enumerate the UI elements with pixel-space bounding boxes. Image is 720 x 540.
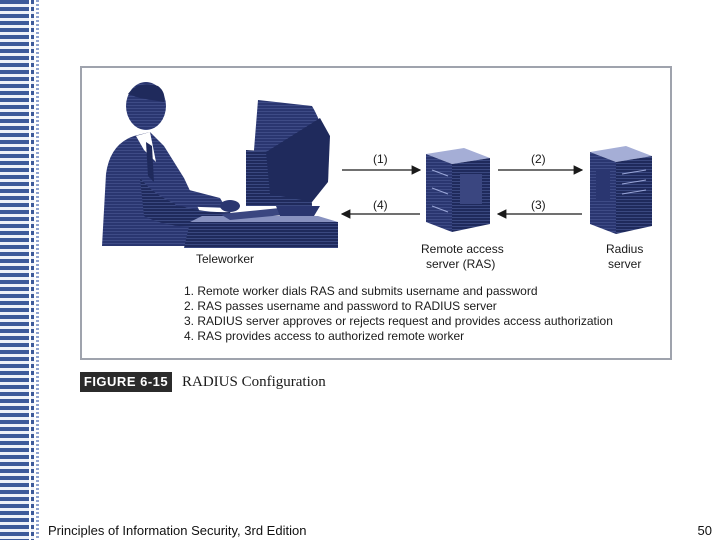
footer-page-number: 50	[697, 523, 712, 538]
arrow-2-label: (2)	[531, 152, 546, 166]
ras-label-line2: server (RAS)	[426, 257, 496, 271]
arrow-4-label: (4)	[373, 198, 388, 212]
step-item: 4. RAS provides access to authorized rem…	[184, 329, 465, 343]
arrow-1-label: (1)	[373, 152, 388, 166]
figure-caption-title: RADIUS Configuration	[182, 374, 326, 390]
steps-list: 1. Remote worker dials RAS and submits u…	[184, 284, 613, 344]
radius-label-line1: Radius	[606, 242, 644, 256]
figure-number-badge: FIGURE 6-15	[80, 372, 172, 392]
step-item: 1. Remote worker dials RAS and submits u…	[184, 284, 538, 298]
ras-label-line1: Remote access	[421, 242, 504, 256]
decorative-stripe-bar	[0, 0, 34, 540]
decorative-thin-stripe	[36, 0, 39, 540]
footer-book-title: Principles of Information Security, 3rd …	[48, 523, 307, 538]
step-item: 2. RAS passes username and password to R…	[184, 299, 497, 313]
radius-label-line2: server	[608, 257, 642, 271]
ras-server-illustration	[426, 148, 490, 232]
radius-diagram	[102, 82, 652, 248]
radius-server-illustration	[590, 146, 652, 234]
step-item: 3. RADIUS server approves or rejects req…	[184, 314, 613, 328]
arrow-3-label: (3)	[531, 198, 546, 212]
teleworker-label: Teleworker	[196, 252, 255, 266]
teleworker-illustration	[102, 82, 338, 248]
